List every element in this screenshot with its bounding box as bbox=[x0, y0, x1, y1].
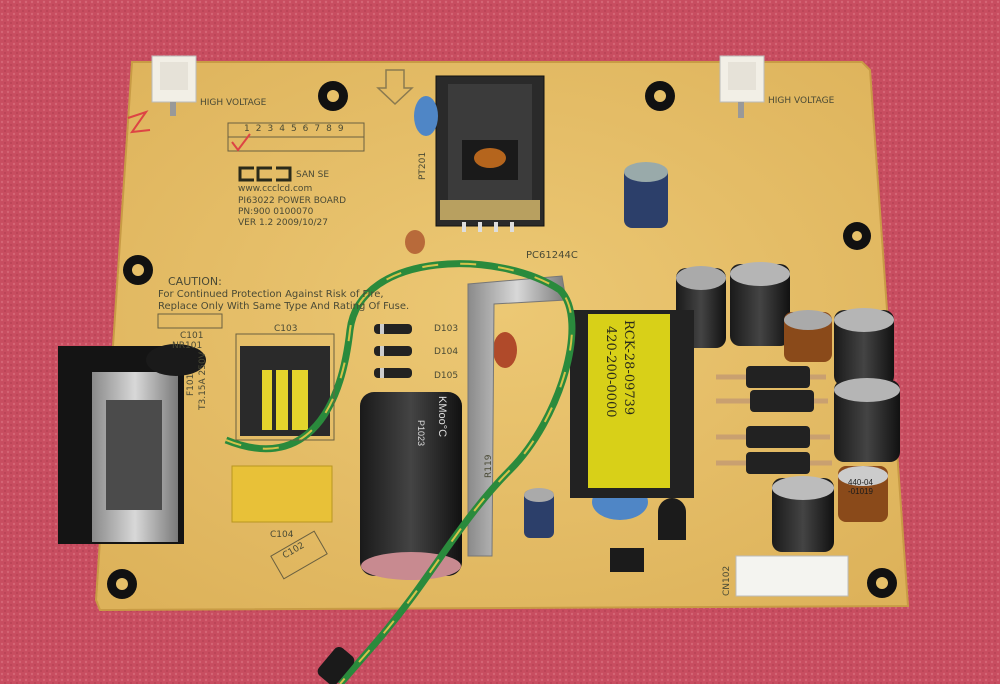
check-number: 4 bbox=[279, 124, 291, 134]
varistor bbox=[146, 344, 206, 376]
optocoupler bbox=[610, 548, 644, 572]
x-capacitor bbox=[231, 465, 333, 523]
c104-label: C104 bbox=[270, 530, 294, 540]
check-number: 6 bbox=[302, 124, 315, 134]
brown-capacitor bbox=[493, 332, 517, 368]
caution-line-1: For Continued Protection Against Risk of… bbox=[158, 289, 384, 300]
mounting-holes bbox=[107, 81, 897, 599]
flyback-transformer bbox=[435, 75, 545, 232]
r119-label: R119 bbox=[484, 454, 494, 478]
arrow-down-icon bbox=[376, 69, 414, 106]
transformer-part-line1: RCK-28-09739 bbox=[621, 320, 636, 416]
ground-wire-stripe bbox=[225, 262, 573, 684]
check-number: 7 bbox=[314, 124, 327, 134]
high-voltage-label-right: HIGH VOLTAGE bbox=[768, 96, 835, 106]
d103-label: D103 bbox=[434, 324, 459, 334]
d104-label: D104 bbox=[434, 347, 459, 357]
transformer-code: PC61244C bbox=[526, 250, 578, 261]
bulk-capacitor bbox=[360, 392, 462, 580]
fuse-rating-label: T3.15A 250V bbox=[198, 352, 208, 410]
red-marker-check bbox=[231, 133, 251, 152]
transformer-part-line2: 420-200-0000 bbox=[603, 326, 618, 418]
small-capacitor-label: 440-04 -01019 bbox=[848, 478, 873, 496]
website-label: www.ccclcd.com bbox=[238, 184, 313, 194]
blue-ceramic-capacitor bbox=[414, 96, 438, 136]
check-number: 5 bbox=[290, 124, 303, 134]
f101-label: F101 bbox=[186, 373, 196, 396]
transformer-ref: PT201 bbox=[418, 151, 428, 180]
hv-connector-left bbox=[151, 55, 197, 116]
check-number: 8 bbox=[326, 124, 338, 134]
rectifier-diodes bbox=[716, 366, 832, 474]
electrolytic-capacitors bbox=[524, 162, 900, 552]
high-voltage-label-left: HIGH VOLTAGE bbox=[200, 98, 267, 108]
brown-capacitor bbox=[405, 230, 425, 254]
red-marker-mark bbox=[127, 110, 151, 134]
main-transformer bbox=[570, 310, 694, 498]
signal-diodes bbox=[374, 324, 412, 378]
output-connector bbox=[735, 555, 849, 597]
check-number: 2 bbox=[255, 124, 268, 134]
caution-line-2: Replace Only With Same Type And Rating O… bbox=[158, 301, 410, 312]
ccc-logo bbox=[238, 166, 292, 182]
silkscreen-outlines bbox=[157, 313, 335, 580]
line-filter-inductor bbox=[240, 346, 330, 436]
wire-sleeve bbox=[317, 646, 355, 684]
check-number: 1 bbox=[244, 124, 256, 134]
caution-title: CAUTION: bbox=[168, 275, 222, 288]
check-number: 3 bbox=[267, 124, 280, 134]
ac-power-inlet bbox=[58, 346, 184, 544]
transistor bbox=[658, 498, 686, 540]
check-number: 9 bbox=[337, 124, 350, 134]
capacitor-spec: P1023 bbox=[416, 420, 426, 447]
version-label: VER 1.2 2009/10/27 bbox=[238, 218, 329, 228]
check-grid bbox=[227, 122, 365, 152]
d105-label: D105 bbox=[434, 371, 459, 381]
nr101-label: NR101 bbox=[172, 341, 203, 351]
brand-label: SAN SE bbox=[296, 170, 330, 180]
c103-label: C103 bbox=[274, 324, 298, 334]
check-numbers: 123456789 bbox=[244, 124, 350, 134]
hv-connector-right bbox=[719, 55, 765, 118]
capacitor-brand: KMoo°C bbox=[436, 396, 448, 438]
c101-label: C101 bbox=[180, 331, 204, 341]
model-label: PI63022 POWER BOARD bbox=[238, 196, 347, 206]
part-number-label: PN:900 0100070 bbox=[238, 207, 314, 217]
cn102-label: CN102 bbox=[722, 565, 732, 596]
